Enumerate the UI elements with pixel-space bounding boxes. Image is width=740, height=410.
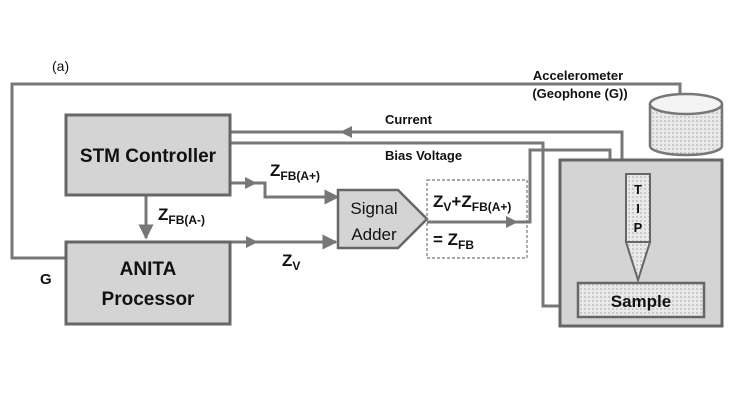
anita-processor-block [64, 240, 232, 326]
g-input-label: G [40, 271, 52, 288]
stm-controller-label: STM Controller [80, 146, 217, 167]
adder-label-line2: Adder [351, 225, 397, 244]
sample-block [576, 281, 706, 319]
sum-box [426, 179, 528, 259]
tip-letter-i: I [636, 201, 640, 216]
accelerometer-cylinder [648, 92, 724, 157]
tip-letter-p: P [634, 220, 643, 235]
tip: T I P [624, 173, 652, 284]
sum-line2: = ZFB [433, 230, 474, 252]
cylinder-body [648, 104, 724, 157]
anita-label-line1: ANITA [120, 259, 177, 280]
zfb-a-plus-mid-arrow [245, 177, 257, 189]
sum-box-arrow [506, 216, 518, 228]
cylinder-top [648, 92, 724, 116]
anita-label-line2: Processor [102, 289, 196, 310]
bias-voltage-label: Bias Voltage [385, 148, 462, 163]
zv-label: ZV [282, 251, 300, 273]
zv-mid-arrow [246, 236, 258, 248]
sample-label: Sample [611, 292, 671, 311]
panel-label: (a) [52, 58, 69, 74]
tip-body [625, 173, 651, 243]
tip-letter-t: T [634, 182, 642, 197]
current-label: Current [385, 112, 433, 127]
geophone-loop-line [10, 82, 682, 260]
arrowheads [245, 126, 518, 248]
accelerometer-label: Accelerometer [533, 68, 623, 83]
zfb-a-plus-label: ZFB(A+) [270, 161, 320, 183]
signal-adder-block [336, 188, 429, 250]
tip-point [624, 241, 652, 284]
adder-label-line1: Signal [350, 199, 397, 218]
current-arrow [340, 126, 352, 138]
stm-controller-block [64, 113, 232, 197]
sum-line1: ZV+ZFB(A+) [433, 192, 511, 214]
geophone-label: (Geophone (G)) [532, 86, 627, 101]
zfb-a-minus-label: ZFB(A-) [158, 205, 205, 227]
